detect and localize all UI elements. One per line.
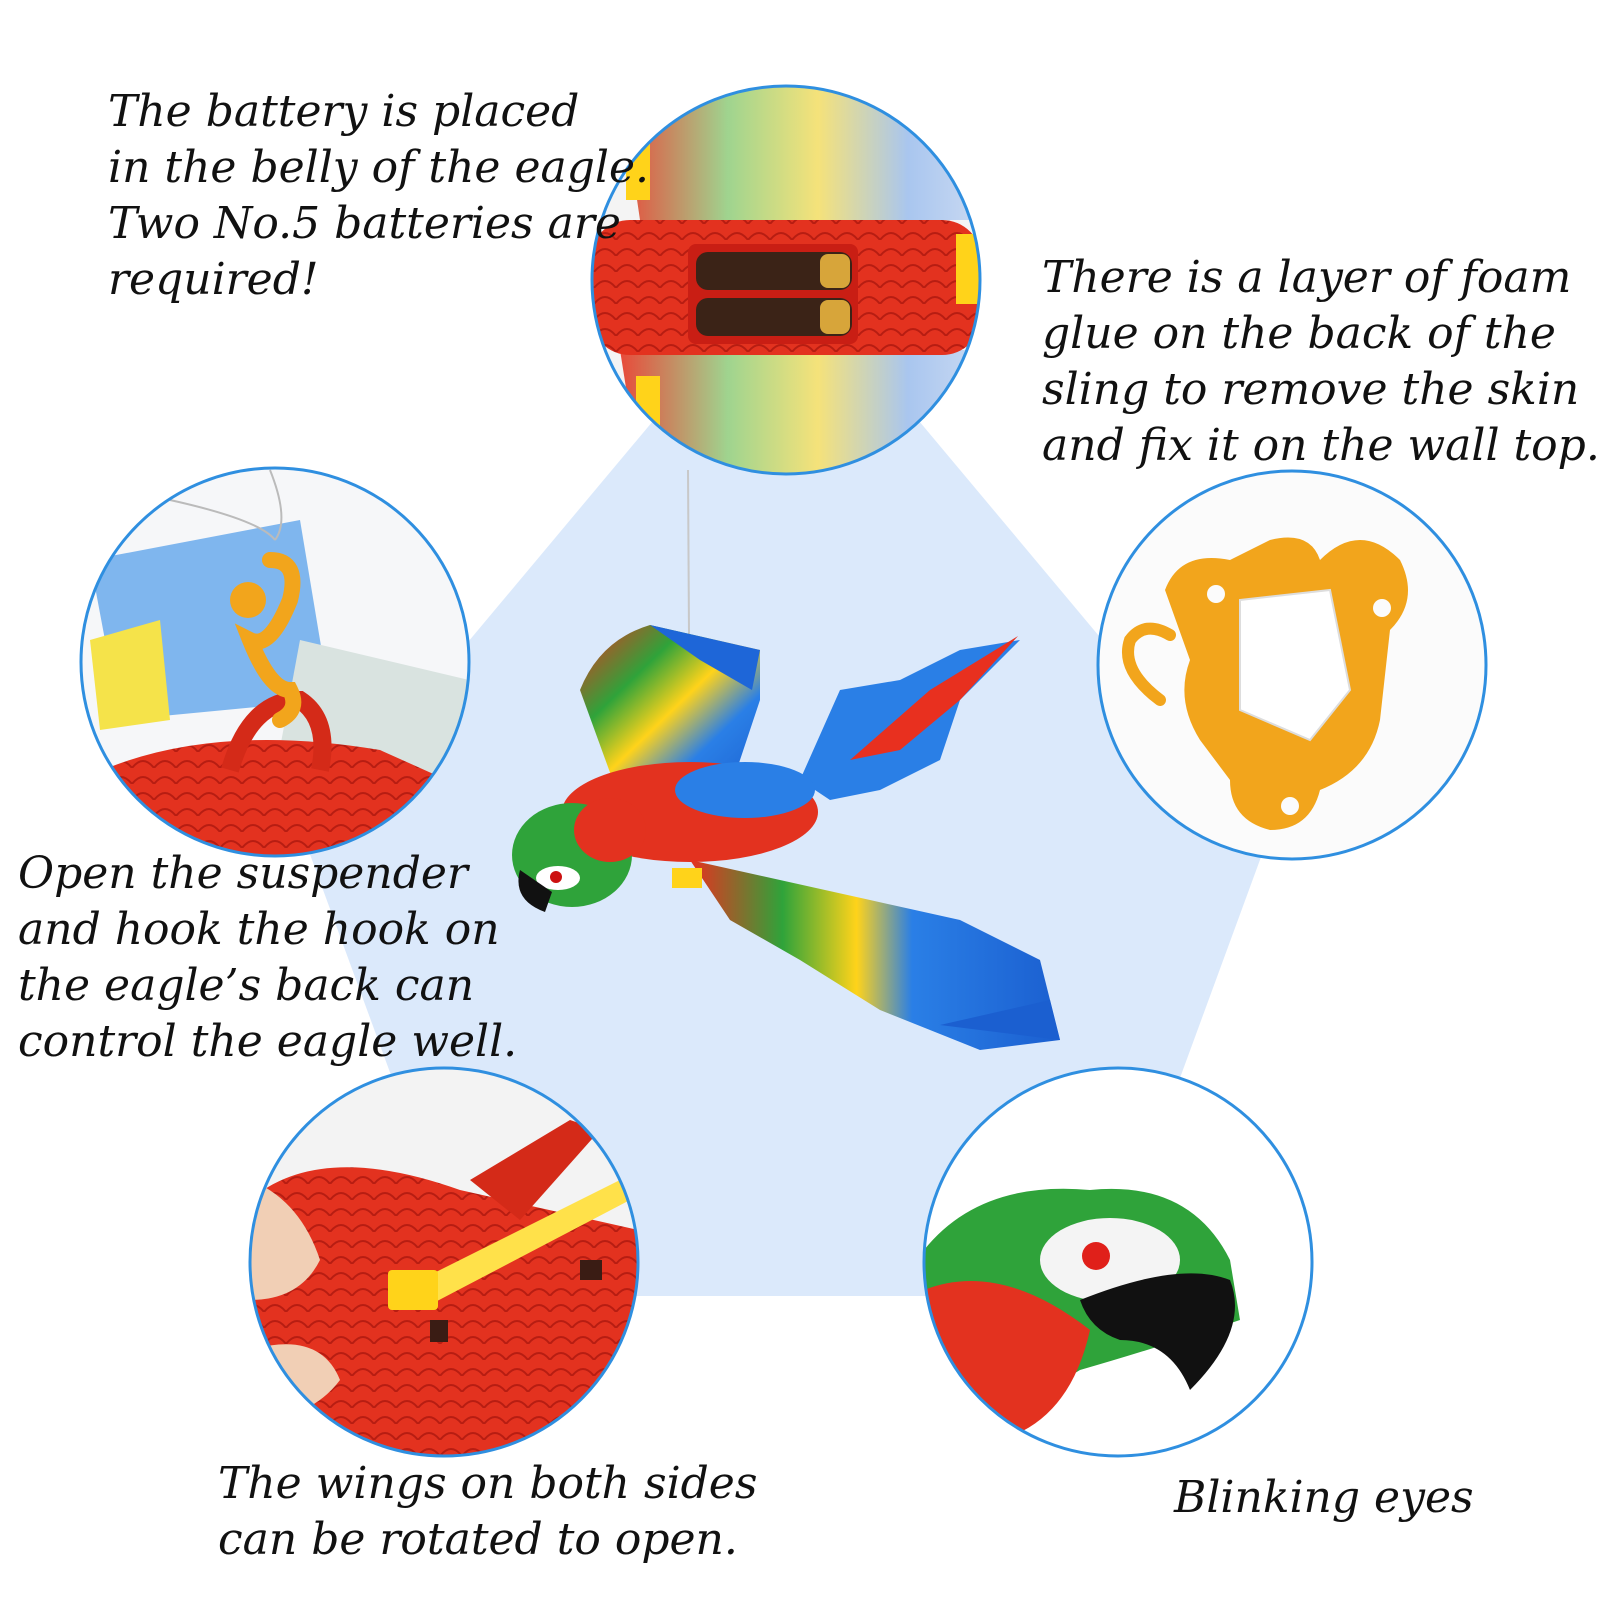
battery-caption: The battery is placed in the belly of th…	[108, 86, 649, 305]
battery-detail-photo	[590, 84, 982, 476]
hook-detail-photo	[79, 466, 471, 858]
hook-caption: Open the suspender and hook the hook on …	[18, 848, 518, 1067]
blinking-eyes-caption: Blinking eyes	[1174, 1472, 1474, 1523]
hanger-detail-photo	[1096, 469, 1488, 861]
wing-hinge-detail-photo	[248, 1066, 640, 1458]
wings-caption: The wings on both sides can be rotated t…	[218, 1458, 758, 1565]
foam-glue-caption: There is a layer of foam glue on the bac…	[1042, 252, 1600, 471]
eye-detail-photo	[922, 1066, 1314, 1458]
eagle-toy-illustration	[512, 469, 1060, 1050]
